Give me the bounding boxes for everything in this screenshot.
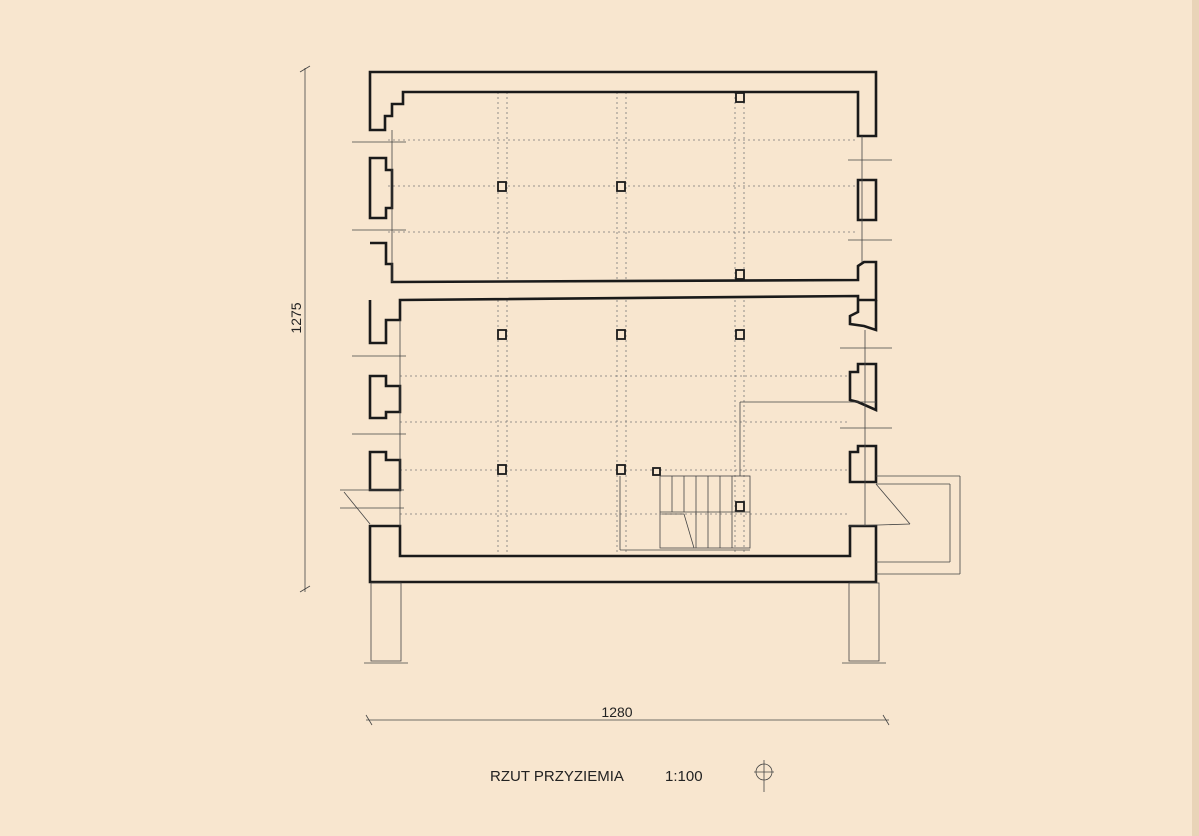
column bbox=[497, 464, 507, 475]
north-arrow-icon bbox=[754, 760, 774, 792]
dimension-width: 1280 bbox=[365, 704, 890, 726]
column bbox=[652, 467, 661, 476]
upper-room-walls bbox=[368, 70, 878, 302]
column bbox=[735, 92, 745, 103]
paper-edge bbox=[1192, 0, 1199, 836]
drawing-scale: 1:100 bbox=[665, 768, 703, 785]
entrance-extension bbox=[340, 475, 961, 575]
staircase bbox=[619, 401, 876, 551]
lower-piers bbox=[364, 582, 886, 664]
column bbox=[735, 329, 745, 340]
column bbox=[616, 329, 626, 340]
facade-lines bbox=[352, 130, 892, 526]
structural-grid bbox=[388, 92, 858, 556]
column bbox=[497, 181, 507, 192]
columns bbox=[497, 92, 745, 512]
column bbox=[735, 269, 745, 280]
dimension-width-label: 1280 bbox=[601, 704, 632, 720]
dimension-height: 1275 bbox=[288, 65, 311, 593]
column bbox=[735, 501, 745, 512]
drawing-title: RZUT PRZYZIEMIA bbox=[490, 768, 624, 785]
dimension-height-label: 1275 bbox=[288, 302, 304, 333]
column bbox=[497, 329, 507, 340]
column bbox=[616, 181, 626, 192]
column bbox=[616, 464, 626, 475]
